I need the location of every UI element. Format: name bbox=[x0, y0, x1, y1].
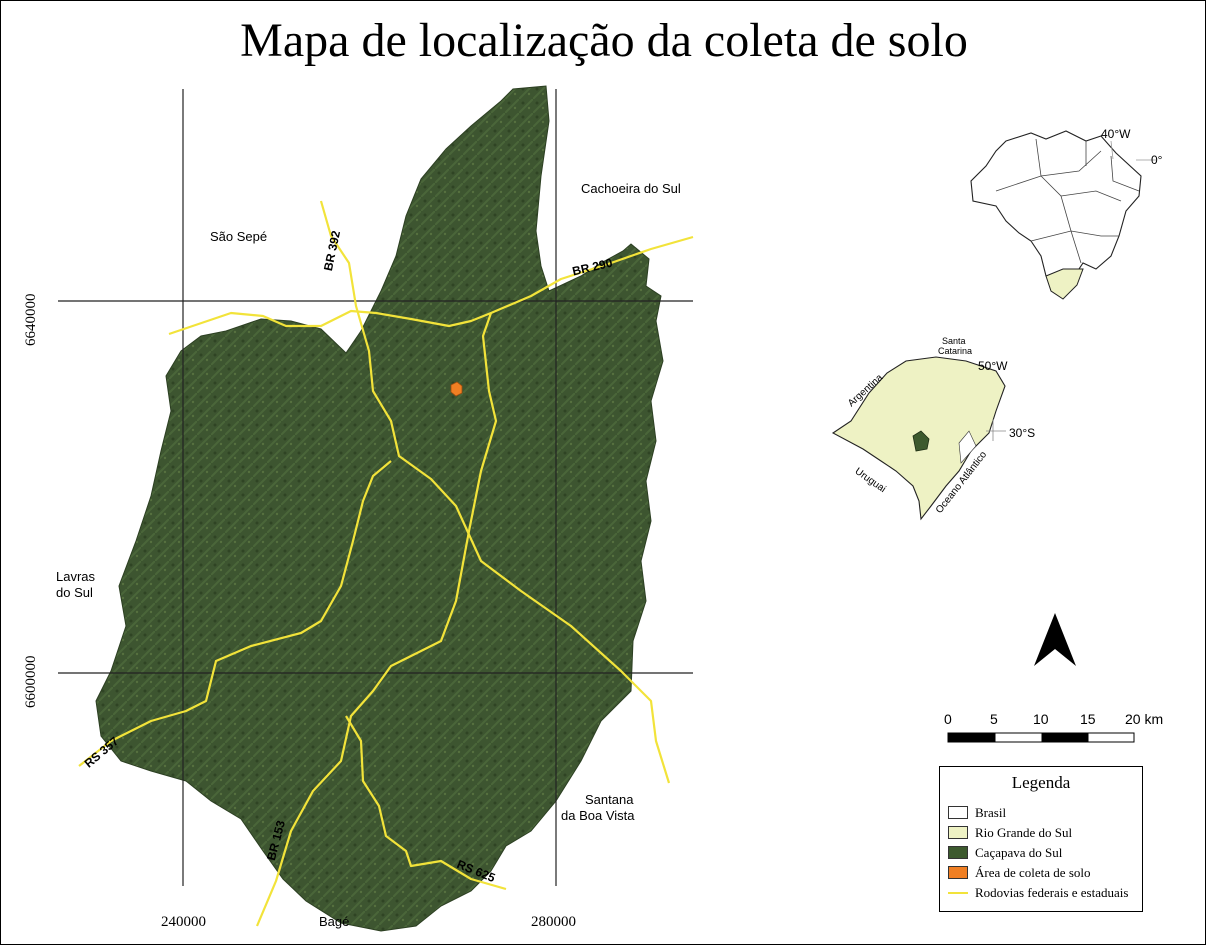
coordinate-grid bbox=[58, 89, 693, 886]
place-santana-line2: da Boa Vista bbox=[561, 808, 635, 823]
road-rs357 bbox=[78, 460, 392, 767]
rs-inset-lon-label: 50°W bbox=[978, 359, 1008, 373]
legend-swatch-brasil bbox=[948, 806, 968, 819]
legend-label-brasil: Brasil bbox=[975, 805, 1007, 820]
grid-label-y-6640000: 6640000 bbox=[23, 293, 39, 347]
road-br392 bbox=[319, 200, 671, 784]
scale-tick-0: 0 bbox=[944, 711, 952, 727]
place-sao-sepe: São Sepé bbox=[210, 229, 268, 244]
grid-label-x-280000: 280000 bbox=[531, 914, 576, 930]
rs-in-brazil bbox=[1045, 268, 1084, 300]
legend-label-cacapava: Caçapava do Sul bbox=[975, 845, 1063, 860]
place-bage: Bagé bbox=[319, 914, 350, 929]
place-lavras-line1: Lavras bbox=[56, 569, 96, 584]
legend-label-coleta: Área de coleta de solo bbox=[975, 865, 1091, 880]
municipality-polygon bbox=[95, 85, 664, 932]
place-cachoeira: Cachoeira do Sul bbox=[581, 181, 681, 196]
scale-tick-20km: 20 km bbox=[1125, 711, 1164, 727]
road-east bbox=[255, 312, 498, 927]
legend-swatch-cacapava bbox=[948, 846, 968, 859]
legend-title: Legenda bbox=[1011, 773, 1071, 792]
legend: Legenda Brasil Rio Grande do Sul Caçapav… bbox=[939, 766, 1143, 912]
rs-inset-lat-label: 30°S bbox=[1009, 426, 1036, 440]
cacapava-in-rs bbox=[912, 430, 930, 452]
legend-swatch-coleta bbox=[948, 866, 968, 879]
road-rs625 bbox=[345, 715, 507, 891]
place-lavras-line2: do Sul bbox=[56, 585, 93, 600]
rs-inset-santa-catarina-line1: Santa bbox=[942, 336, 966, 346]
grid-label-x-240000: 240000 bbox=[161, 914, 206, 930]
road-br290 bbox=[168, 235, 694, 336]
sample-area-marker bbox=[450, 381, 463, 397]
legend-line-rodovias bbox=[948, 892, 968, 894]
north-arrow bbox=[1034, 613, 1076, 666]
map-title: Mapa de localização da coleta de solo bbox=[240, 14, 968, 67]
scale-tick-15: 15 bbox=[1080, 711, 1096, 727]
legend-swatch-rs bbox=[948, 826, 968, 839]
brazil-inset bbox=[970, 130, 1156, 300]
brazil-inset-lat-label: 0° bbox=[1151, 153, 1163, 167]
grid-label-y-6600000: 6600000 bbox=[23, 655, 39, 709]
rs-inset-santa-catarina-line2: Catarina bbox=[938, 346, 973, 356]
scale-tick-5: 5 bbox=[990, 711, 998, 727]
legend-label-rodovias: Rodovias federais e estaduais bbox=[975, 885, 1129, 900]
scale-bar bbox=[947, 732, 1135, 743]
legend-label-rs: Rio Grande do Sul bbox=[975, 825, 1073, 840]
brazil-outline bbox=[970, 130, 1142, 292]
place-santana-line1: Santana bbox=[585, 792, 634, 807]
brazil-inset-lon-label: 40°W bbox=[1101, 127, 1131, 141]
roads bbox=[78, 200, 694, 927]
scale-tick-10: 10 bbox=[1033, 711, 1049, 727]
rs-inset bbox=[831, 356, 1006, 521]
